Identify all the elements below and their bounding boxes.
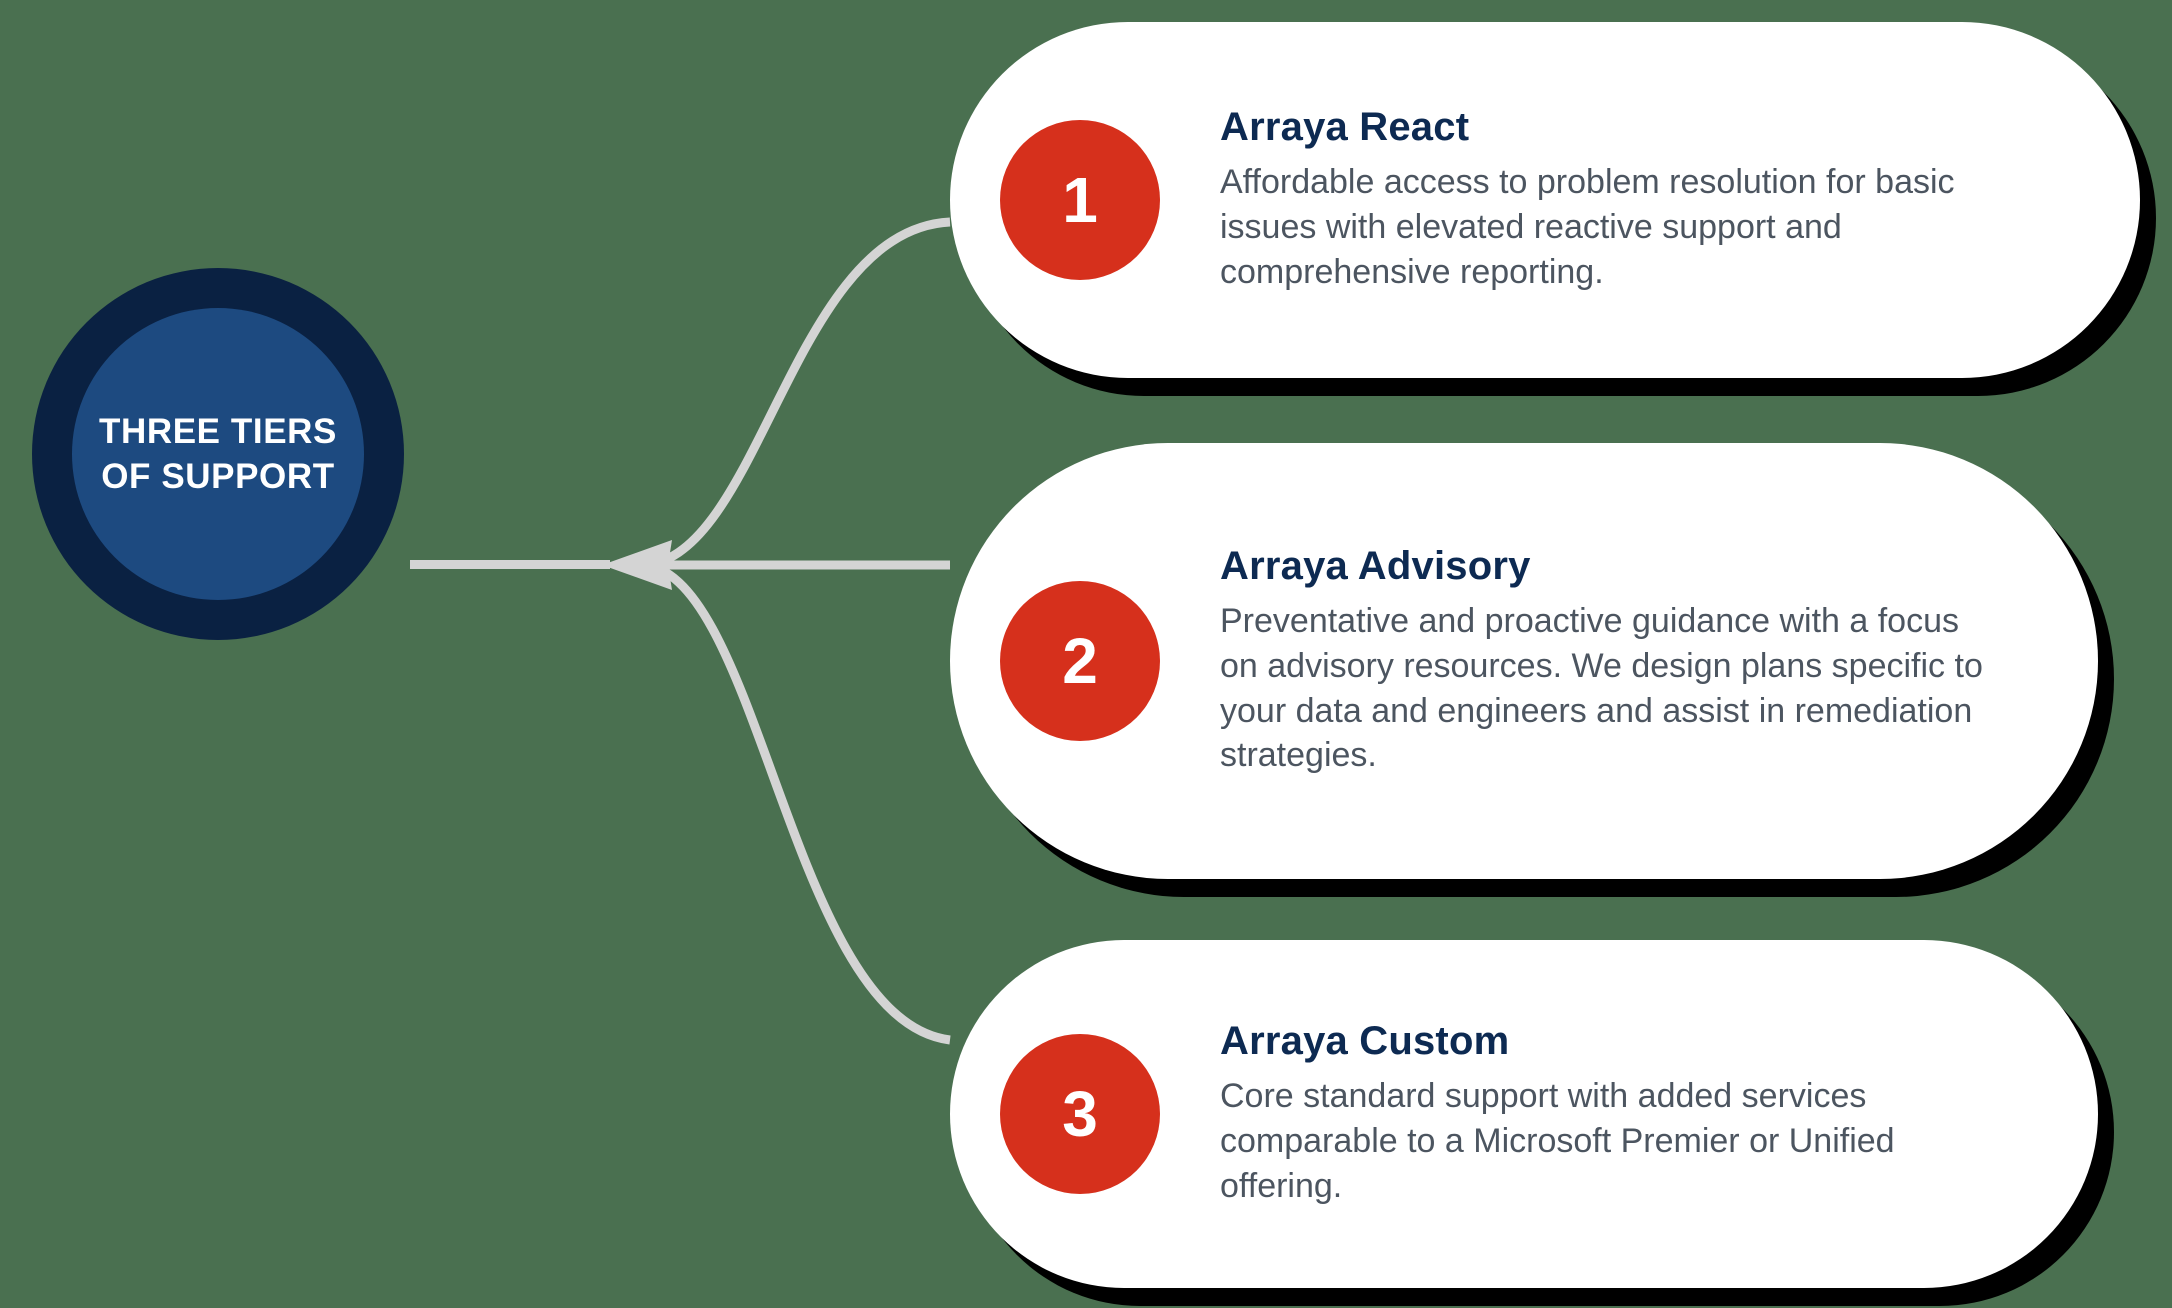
tier-number-badge-3: 3 xyxy=(1000,1034,1160,1194)
tier-card-1[interactable]: 1 Arraya React Affordable access to prob… xyxy=(950,22,2140,378)
tier-number-badge-2: 2 xyxy=(1000,581,1160,741)
tier-description-2: Preventative and proactive guidance with… xyxy=(1220,601,1983,775)
hub-inner-circle: THREE TIERS OF SUPPORT xyxy=(72,308,364,600)
connector-stem xyxy=(410,560,610,569)
connector-to-tier-1 xyxy=(639,217,951,570)
tier-number-badge-1: 1 xyxy=(1000,120,1160,280)
tier-description-3: Core standard support with added service… xyxy=(1220,1077,1895,1205)
tier-description-1: Affordable access to problem resolution … xyxy=(1220,163,1955,291)
tier-content-2: Arraya Advisory Preventative and proacti… xyxy=(1220,544,2000,779)
tier-title-1: Arraya React xyxy=(1220,105,1470,150)
hub-label: THREE TIERS OF SUPPORT xyxy=(98,411,337,497)
tier-card-3[interactable]: 3 Arraya Custom Core standard support wi… xyxy=(950,940,2098,1288)
tier-card-2[interactable]: 2 Arraya Advisory Preventative and proac… xyxy=(950,443,2098,879)
hub-circle: THREE TIERS OF SUPPORT xyxy=(32,268,404,640)
tier-title-2: Arraya Advisory xyxy=(1220,543,1531,588)
tier-content-3: Arraya Custom Core standard support with… xyxy=(1220,1019,2000,1209)
connector-to-tier-3 xyxy=(639,560,951,1045)
tier-content-1: Arraya React Affordable access to proble… xyxy=(1220,105,2000,295)
tier-title-3: Arraya Custom xyxy=(1220,1019,1510,1064)
arrowhead-icon xyxy=(602,540,672,590)
